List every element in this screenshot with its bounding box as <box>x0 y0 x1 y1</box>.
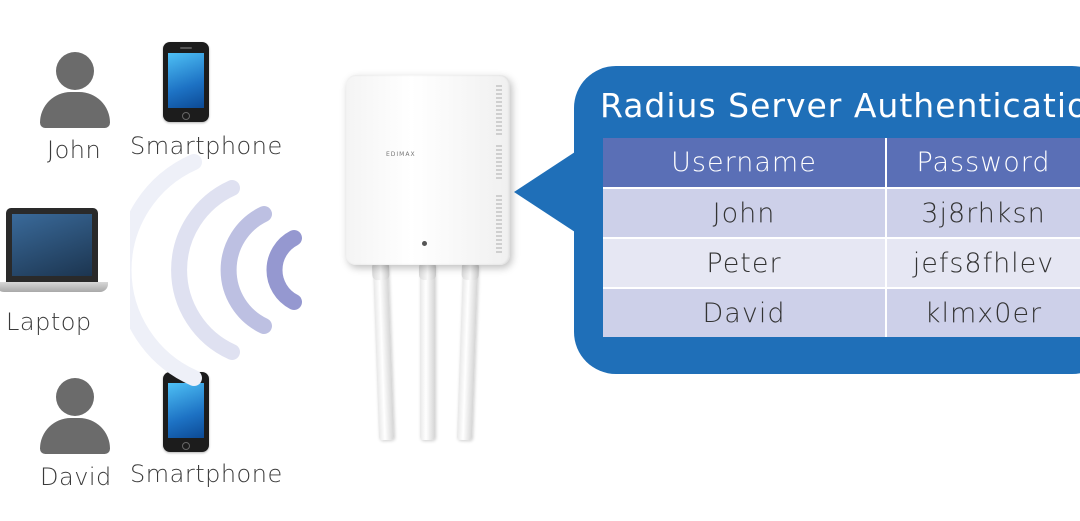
cell-password: klmx0er <box>886 287 1080 337</box>
table-row: Peter jefs8fhlev <box>603 237 1080 288</box>
table-row: John 3j8rhksn <box>603 187 1080 238</box>
access-point-device: EDIMAX <box>346 75 510 265</box>
person-david-icon <box>40 378 110 454</box>
cell-username: John <box>603 187 887 238</box>
header-password: Password <box>886 138 1080 188</box>
status-led <box>422 241 427 246</box>
antenna-center <box>419 262 436 440</box>
callout-title: Radius Server Authentication <box>600 86 1080 125</box>
smartphone-bottom-label: Smartphone <box>130 460 283 488</box>
smartphone-top-icon <box>163 42 209 122</box>
wifi-signal-icon <box>130 154 302 386</box>
laptop-label: Laptop <box>6 308 92 336</box>
brand-logo: EDIMAX <box>386 151 416 158</box>
header-username: Username <box>603 138 887 188</box>
smartphone-top-label: Smartphone <box>130 132 283 160</box>
credentials-table: Username Password John 3j8rhksn Peter je… <box>603 138 1080 337</box>
callout-pointer <box>514 150 578 234</box>
table-row: David klmx0er <box>603 287 1080 337</box>
table-header-row: Username Password <box>603 138 1080 188</box>
cell-password: jefs8fhlev <box>886 237 1080 288</box>
cell-password: 3j8rhksn <box>886 187 1080 238</box>
antenna-left <box>371 261 395 441</box>
cell-username: Peter <box>603 237 887 288</box>
cell-username: David <box>603 287 887 337</box>
person-john-label: John <box>47 136 102 164</box>
person-david-label: David <box>40 463 112 491</box>
antenna-right <box>456 261 480 441</box>
person-john-icon <box>40 52 110 128</box>
